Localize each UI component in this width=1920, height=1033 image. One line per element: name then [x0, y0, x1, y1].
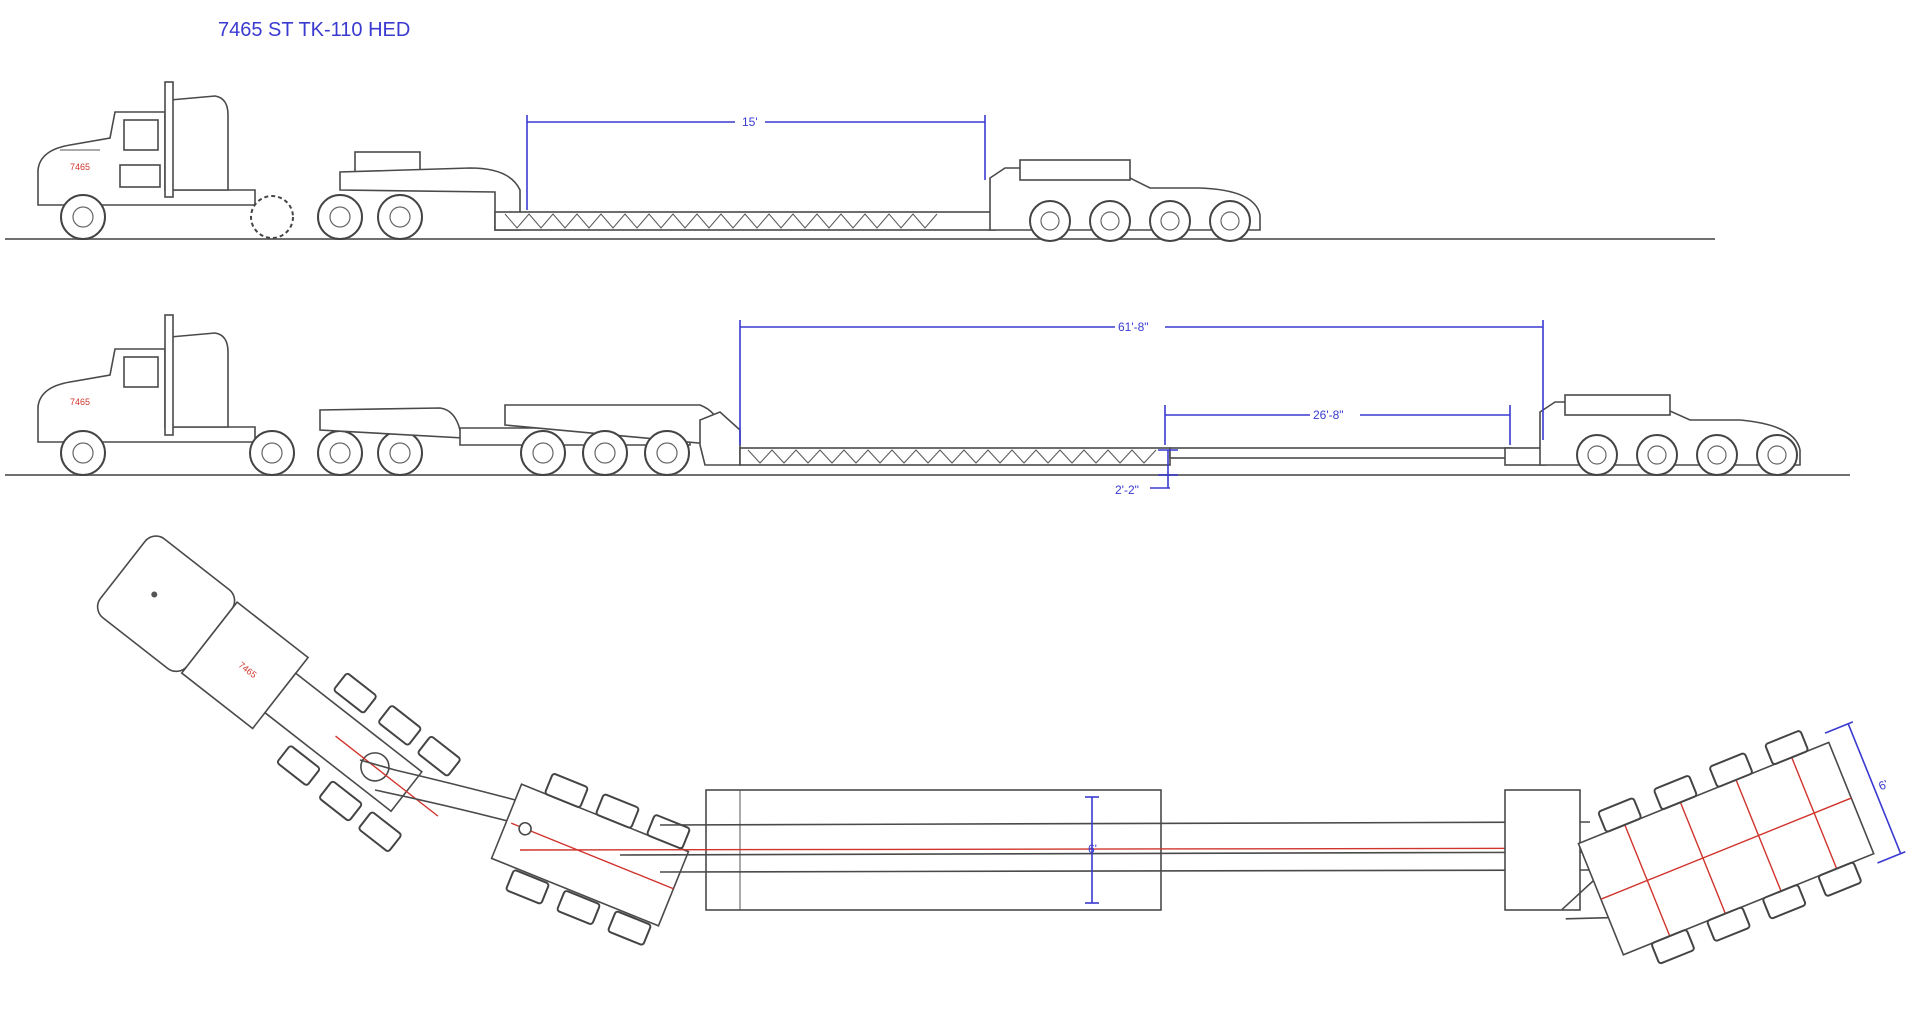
rear-axle-group-2 [1539, 394, 1801, 476]
dim-width-rear-label: 6' [1876, 777, 1890, 793]
dim-deck-overall: 61'-8" [739, 318, 1544, 445]
side-view-short: 7465 [5, 81, 1715, 242]
dim-deck-height: 2'-2" [1115, 449, 1178, 497]
dim-width-mid-label: 6' [1088, 842, 1097, 856]
low-deck [494, 211, 996, 231]
drawing-title: 7465 ST TK-110 HED [218, 19, 410, 41]
unit-number-label-2: 7465 [70, 397, 90, 407]
truck-wheels-2 [60, 430, 423, 476]
gooseneck [339, 151, 521, 231]
plan-truck: 7465 [96, 535, 461, 852]
truck-cab-2: 7465 [37, 314, 256, 443]
dim-deck-overall-label: 61'-8" [1118, 320, 1149, 334]
gooseneck-2 [319, 404, 741, 476]
dim-deck-height-label: 2'-2" [1115, 483, 1139, 497]
truck-cab: 7465 [37, 81, 256, 206]
plan-front-dolly [359, 759, 691, 946]
dim-deck-top-label: 15' [742, 115, 758, 129]
side-view-extended: 7465 [5, 314, 1850, 497]
dim-deck-top: 15' [526, 113, 986, 210]
extended-deck [739, 447, 1546, 466]
plan-view: 7465 [96, 535, 1906, 965]
truck-wheels [60, 194, 423, 240]
dim-deck-insert-label: 26'-8" [1313, 408, 1344, 422]
dim-deck-insert: 26'-8" [1164, 405, 1511, 445]
unit-number-label: 7465 [70, 162, 90, 172]
plan-deck: 6' [519, 789, 1741, 911]
rear-axle-group [989, 159, 1261, 242]
plan-rear-dolly: 6' [1561, 721, 1906, 965]
